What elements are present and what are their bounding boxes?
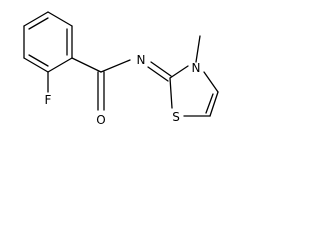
imine-double-bond-2 (147, 66, 169, 82)
thiazole-bond-c4-c5 (209, 91, 219, 117)
sulfur-atom-label: S (172, 110, 180, 124)
thiazole-double-bond-inner (205, 93, 214, 114)
ring-nitrogen-atom-label: N (192, 61, 201, 75)
imine-nitrogen-atom-label: N (137, 53, 146, 67)
benzene-bond-c1-c2 (23, 11, 49, 27)
benzene-ring (23, 11, 73, 73)
benzene-double-bond-inner-1 (28, 17, 49, 30)
thiazole-bond-c2-n3 (169, 65, 189, 79)
structure-canvas: F O N N S (0, 0, 244, 135)
imine-double-bond-1 (150, 61, 172, 77)
bond-ring-nitrogen-methyl (195, 35, 201, 63)
oxygen-atom-label: O (96, 113, 105, 127)
thiazoline-ring: N S (169, 61, 219, 124)
benzene-bond-c3-c4 (23, 57, 49, 73)
thiazole-bond-n3-c4 (203, 71, 219, 93)
benzene-double-bond-inner-2 (28, 54, 49, 67)
chemical-structure: F O N N S (23, 11, 219, 127)
thiazole-bond-s1-c2 (169, 77, 173, 109)
bond-carbonyl-imine-nitrogen (100, 59, 131, 73)
bond-ring-carbonyl (71, 57, 102, 73)
benzene-bond-c6-c1 (47, 11, 73, 27)
benzene-bond-c4-c5 (47, 57, 73, 73)
fluorine-atom-label: F (45, 93, 52, 107)
